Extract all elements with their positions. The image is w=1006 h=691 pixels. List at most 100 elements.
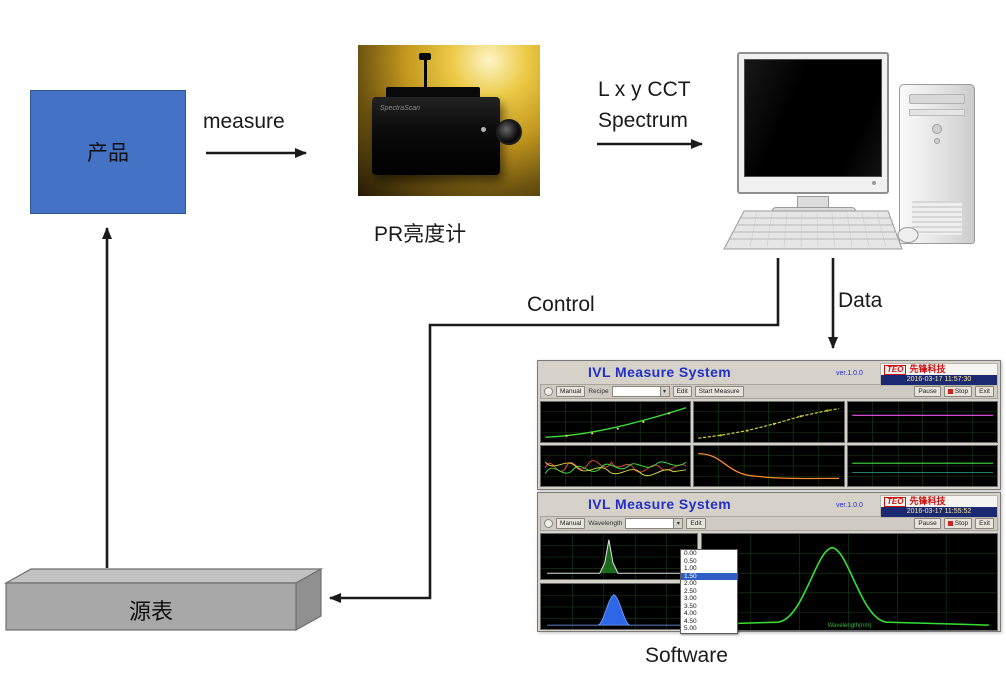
- pause-button[interactable]: Pause: [914, 386, 941, 397]
- graph-panel-spectrum-peak: [540, 533, 698, 580]
- wavelength-combo[interactable]: ▾: [625, 518, 684, 529]
- graph-panel-flat-line: [846, 445, 998, 487]
- dropdown-item[interactable]: 5.00: [684, 625, 697, 632]
- graph-panel-multi-trace: [540, 445, 692, 487]
- sw2-timestamp: 2016-03-17 11:55:52: [881, 507, 997, 517]
- pr-meter-lens: [496, 119, 522, 145]
- dropdown-item[interactable]: 2.00: [684, 580, 697, 587]
- signal-label: L x y CCT Spectrum: [598, 74, 691, 136]
- graph-panel-lv-curve: [693, 401, 845, 443]
- sw1-brand-logo: TEO 先锋科技 2016-03-17 11:57:30: [880, 363, 998, 386]
- monitor-screen: [744, 59, 882, 177]
- computer-tower: [899, 84, 975, 244]
- start-measure-button[interactable]: Start Measure: [694, 386, 744, 397]
- exit-button[interactable]: Exit: [975, 386, 994, 397]
- signal-line1: L x y CCT: [598, 78, 691, 101]
- stop-icon: [947, 389, 953, 394]
- stop-button[interactable]: Stop: [943, 386, 973, 397]
- sw1-timestamp: 2016-03-17 11:57:30: [881, 375, 997, 385]
- graph-panel-blue-spectrum: [540, 583, 698, 630]
- sw2-title: IVL Measure System: [588, 496, 732, 512]
- measure-label: measure: [203, 110, 285, 133]
- computer-monitor: [737, 52, 889, 194]
- stop-button[interactable]: Stop: [943, 518, 973, 529]
- recipe-combo[interactable]: ▾: [611, 386, 670, 397]
- dropdown-item[interactable]: 4.50: [684, 617, 697, 625]
- graph-panel-el-spectrum: Wavelength(nm): [701, 533, 998, 631]
- tower-drive-bay: [909, 94, 965, 104]
- computer-illustration: [710, 45, 1006, 260]
- stop-icon: [947, 521, 953, 526]
- graph-panel-cct-line: [846, 401, 998, 443]
- pr-meter-caption: PR亮度计: [374, 223, 467, 246]
- sw1-brand-name: 先锋科技: [909, 364, 946, 374]
- pr-meter-photo: SpectraScan: [358, 45, 540, 196]
- teo-logo-icon: TEO: [884, 496, 907, 507]
- dropdown-item[interactable]: 1.00: [684, 565, 697, 572]
- tower-drive-bay-2: [909, 109, 965, 116]
- sw1-header: IVL Measure System ver.1.0.0 TEO 先锋科技 20…: [538, 361, 1000, 386]
- pr-meter-sight-knob: [419, 53, 431, 60]
- wavelength-axis-label: Wavelength(nm): [827, 623, 872, 629]
- tower-power-button: [932, 124, 942, 134]
- tower-reset-button: [934, 138, 940, 144]
- chevron-down-icon: ▾: [659, 387, 669, 396]
- dropdown-item[interactable]: 3.50: [684, 602, 697, 610]
- monitor-power-led: [872, 181, 876, 185]
- manual-button[interactable]: Manual: [556, 386, 586, 397]
- sw2-left-panels: [540, 533, 698, 631]
- dropdown-item[interactable]: 0.50: [684, 557, 697, 565]
- sw2-brand-logo: TEO 先锋科技 2016-03-17 11:55:52: [880, 495, 998, 518]
- run-icon[interactable]: [544, 519, 553, 528]
- sw2-brand-name: 先锋科技: [909, 496, 946, 506]
- keyboard-and-mouse: [723, 210, 919, 250]
- product-label: 产品: [87, 142, 129, 165]
- pr-meter-indicator: [481, 127, 486, 132]
- pr-meter-rail: [386, 87, 480, 99]
- sw1-toolbar: Manual Recipe ▾ Edit Start Measure Pause…: [540, 384, 998, 399]
- sw1-version: ver.1.0.0: [836, 370, 863, 377]
- pr-meter-device-text: SpectraScan: [380, 105, 421, 112]
- graph-panel-decay-curve: [693, 445, 845, 487]
- sw1-graph-grid: [538, 399, 1000, 489]
- wavelength-label: Wavelength: [588, 520, 623, 527]
- recipe-label: Recipe: [588, 388, 609, 395]
- sw2-header: IVL Measure System ver.1.0.0 TEO 先锋科技 20…: [538, 493, 1000, 518]
- sw2-right-panel: Wavelength(nm): [701, 533, 998, 631]
- data-label: Data: [838, 289, 883, 312]
- software-window-1: IVL Measure System ver.1.0.0 TEO 先锋科技 20…: [537, 360, 1001, 490]
- pr-meter-body: SpectraScan: [372, 97, 500, 175]
- source-meter-box: [3, 567, 324, 632]
- dropdown-item[interactable]: 0.00: [684, 550, 697, 557]
- edit-button[interactable]: Edit: [686, 518, 706, 529]
- teo-logo-icon: TEO: [884, 364, 907, 375]
- sw2-body: Wavelength(nm) 0.00 0.50 1.00 1.50 2.00 …: [538, 531, 1000, 634]
- run-icon[interactable]: [544, 387, 553, 396]
- sw2-toolbar: Manual Wavelength ▾ Edit Pause Stop Exit: [540, 516, 998, 531]
- sw2-version: ver.1.0.0: [836, 502, 863, 509]
- dropdown-item[interactable]: 2.50: [684, 587, 697, 595]
- chevron-down-icon: ▾: [673, 519, 683, 528]
- mouse: [897, 227, 919, 243]
- graph-panel-li-curve: [540, 401, 692, 443]
- monitor-bezel: [744, 177, 882, 187]
- pr-meter-sight: [424, 58, 427, 90]
- tower-vent: [912, 201, 962, 235]
- software-window-2: IVL Measure System ver.1.0.0 TEO 先锋科技 20…: [537, 492, 1001, 634]
- control-line: [329, 258, 780, 603]
- signal-line2: Spectrum: [598, 109, 688, 132]
- control-label: Control: [527, 293, 595, 316]
- product-box: 产品: [30, 90, 186, 214]
- dropdown-item[interactable]: 3.00: [684, 595, 697, 602]
- software-caption: Software: [645, 644, 728, 667]
- edit-button[interactable]: Edit: [672, 386, 692, 397]
- pause-button[interactable]: Pause: [914, 518, 941, 529]
- value-dropdown-list: 0.00 0.50 1.00 1.50 2.00 2.50 3.00 3.50 …: [680, 549, 738, 634]
- manual-button[interactable]: Manual: [556, 518, 586, 529]
- exit-button[interactable]: Exit: [975, 518, 994, 529]
- dropdown-item[interactable]: 4.00: [684, 610, 697, 617]
- dropdown-item-selected[interactable]: 1.50: [681, 572, 737, 580]
- source-meter-label: 源表: [128, 599, 173, 624]
